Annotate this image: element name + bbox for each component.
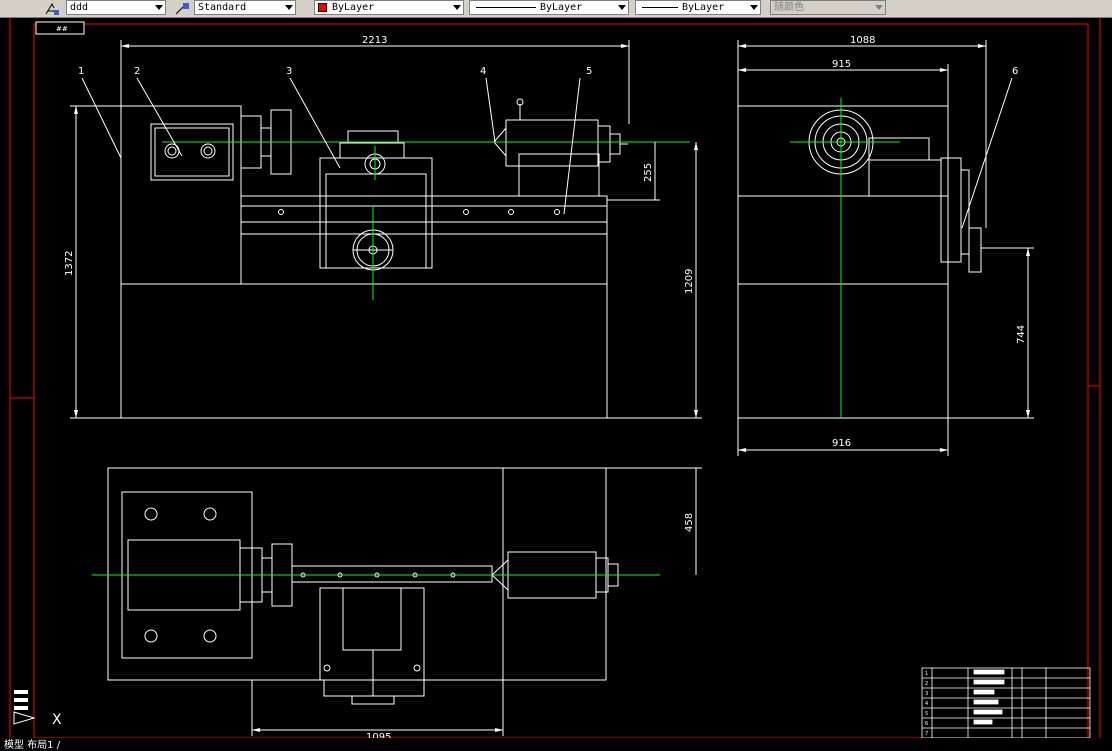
svg-text:1: 1 xyxy=(925,671,928,677)
dimension-arrows xyxy=(74,44,1030,732)
dim-side-width-bottom: 916 xyxy=(832,438,851,449)
dimension-style-select[interactable]: Standard xyxy=(194,0,296,15)
svg-text:4: 4 xyxy=(480,66,486,77)
text-style-select[interactable]: ddd xyxy=(66,0,166,15)
title-block-row-numbers: 1 2 3 4 5 6 7 xyxy=(925,671,928,737)
plot-style-value: 随颜色 xyxy=(774,2,804,13)
dimension-style-value: Standard xyxy=(198,2,247,13)
text-style-icon[interactable] xyxy=(44,1,60,15)
layout-tabs[interactable]: 模型 布局1 / xyxy=(0,738,1112,751)
title-block xyxy=(921,667,1091,738)
color-select[interactable]: ByLayer xyxy=(314,0,464,15)
dim-front-width: 2213 xyxy=(362,35,387,46)
svg-text:3: 3 xyxy=(286,66,292,77)
dim-front-height: 1372 xyxy=(64,251,75,276)
dim-side-width-top: 1088 xyxy=(850,35,875,46)
svg-text:5: 5 xyxy=(586,66,592,77)
side-view-centerlines xyxy=(790,98,900,418)
svg-text:4: 4 xyxy=(925,701,928,707)
drawing-frame xyxy=(9,18,1101,738)
linetype-value: ByLayer xyxy=(540,2,583,13)
dimension-texts: 2213 1372 1209 255 1088 915 916 744 458 … xyxy=(64,35,1027,738)
properties-toolbar: ddd Standard ByLayer ByLayer ByLayer 随颜色 xyxy=(0,0,1112,18)
plan-view xyxy=(107,467,619,705)
ucs-x-label: X xyxy=(52,712,62,728)
svg-text:6: 6 xyxy=(1012,66,1018,77)
dim-side-width-inner: 915 xyxy=(832,59,851,70)
svg-text:5: 5 xyxy=(925,711,928,717)
layout-tab-label: 模型 布局1 / xyxy=(4,740,61,751)
linetype-select[interactable]: ByLayer xyxy=(469,0,629,15)
lineweight-sample xyxy=(642,7,678,8)
svg-text:1: 1 xyxy=(78,66,84,77)
text-style-value: ddd xyxy=(70,2,89,13)
dim-tailstock-offset: 255 xyxy=(643,163,654,182)
front-view-centerlines xyxy=(162,141,690,300)
chevron-down-icon xyxy=(285,5,293,10)
ucs-icon: X xyxy=(13,690,62,728)
svg-text:3: 3 xyxy=(925,691,928,697)
linetype-sample xyxy=(476,7,536,8)
plot-style-select[interactable]: 随颜色 xyxy=(770,0,886,15)
svg-text:2: 2 xyxy=(134,66,140,77)
chevron-down-icon xyxy=(750,5,758,10)
color-swatch xyxy=(318,3,327,12)
dim-plan-width: 1095 xyxy=(366,732,391,738)
lineweight-value: ByLayer xyxy=(682,2,725,13)
svg-text:##: ## xyxy=(56,25,68,33)
dimension-style-icon[interactable] xyxy=(174,1,190,15)
svg-text:6: 6 xyxy=(925,721,928,727)
chevron-down-icon xyxy=(618,5,626,10)
chevron-down-icon xyxy=(875,5,883,10)
drawing-canvas[interactable]: ## xyxy=(0,18,1112,738)
frame-tag: ## xyxy=(35,21,85,35)
lineweight-select[interactable]: ByLayer xyxy=(635,0,761,15)
svg-text:7: 7 xyxy=(925,731,928,737)
dimension-lines xyxy=(70,40,1034,736)
svg-text:2: 2 xyxy=(925,681,928,687)
dim-plan-depth: 458 xyxy=(684,513,695,532)
dim-side-height: 744 xyxy=(1016,325,1027,344)
chevron-down-icon xyxy=(453,5,461,10)
color-value: ByLayer xyxy=(332,2,375,13)
side-view xyxy=(737,105,982,419)
dim-front-total-height: 1209 xyxy=(684,269,695,294)
chevron-down-icon xyxy=(155,5,163,10)
part-callouts: 1 2 3 4 5 6 xyxy=(78,66,1018,77)
